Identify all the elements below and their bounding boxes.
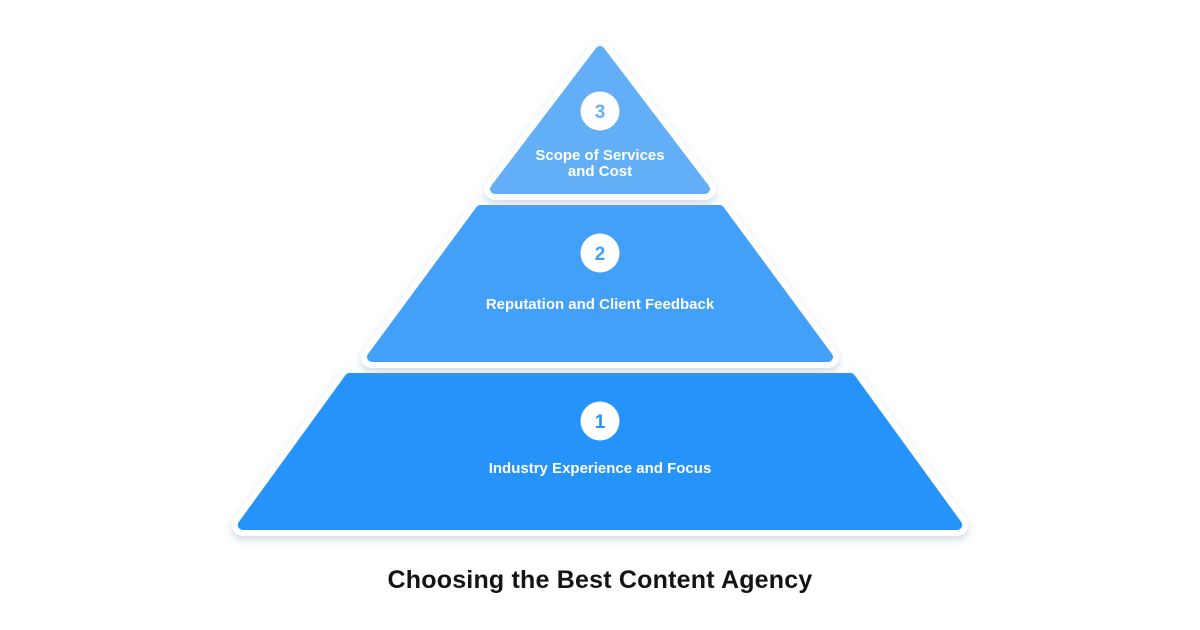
level-3-number-badge bbox=[580, 91, 620, 131]
pyramid-level-1 bbox=[231, 367, 969, 536]
level-1-number-badge bbox=[580, 401, 620, 441]
level-2-shape bbox=[367, 205, 833, 362]
level-2-number: 2 bbox=[595, 244, 606, 265]
level-2-content: 2 Reputation and Client Feedback bbox=[486, 233, 715, 313]
level-2-number-badge bbox=[580, 233, 620, 273]
level-3-label-line1: Scope of Services bbox=[535, 147, 664, 164]
level-1-number: 1 bbox=[595, 412, 606, 433]
level-1-content: 1 Industry Experience and Focus bbox=[489, 401, 712, 477]
pyramid-level-2 bbox=[361, 199, 839, 368]
level-1-shape bbox=[237, 373, 963, 530]
level-3-label-line2: and Cost bbox=[568, 163, 632, 180]
level-1-label: Industry Experience and Focus bbox=[489, 460, 712, 477]
level-3-number: 3 bbox=[595, 102, 606, 123]
level-2-label: Reputation and Client Feedback bbox=[486, 296, 715, 313]
level-3-content: 3 Scope of Services and Cost bbox=[535, 91, 665, 180]
page-title: Choosing the Best Content Agency bbox=[388, 566, 813, 594]
